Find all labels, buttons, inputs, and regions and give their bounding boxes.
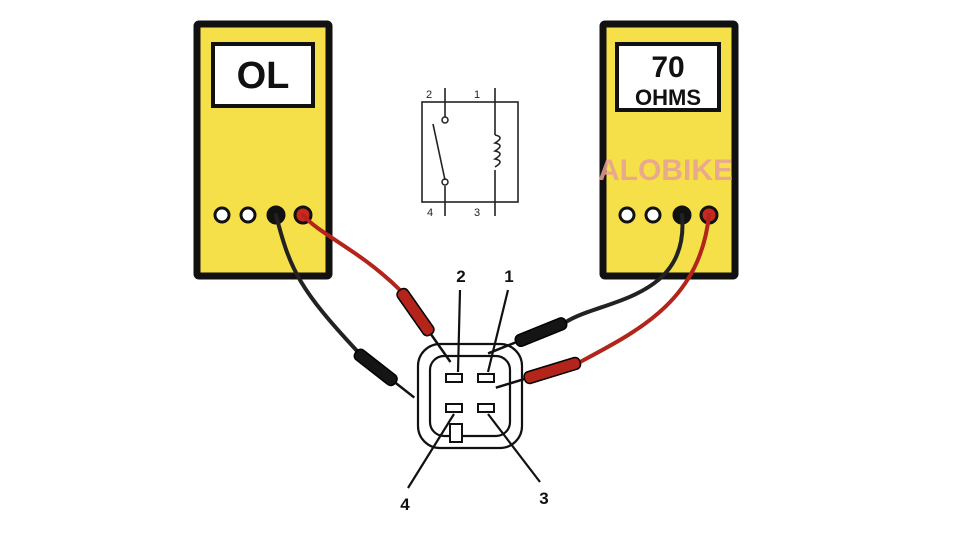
connector-inner <box>428 354 512 438</box>
connector-outer <box>416 342 524 450</box>
left-jack-2 <box>239 206 257 224</box>
right-meter-value: 70 <box>651 51 684 84</box>
schematic-coil <box>492 134 501 168</box>
test-leads <box>274 213 711 364</box>
schematic-switch-arm <box>432 123 446 181</box>
left-meter-display <box>211 42 315 108</box>
relay-schematic: 2 1 4 3 <box>421 88 519 219</box>
pin-label-1: 1 <box>504 267 513 286</box>
right-black-wire <box>564 213 685 324</box>
left-red-probe <box>396 287 452 363</box>
callout-line-1 <box>486 289 510 373</box>
schematic-label-2: 2 <box>426 89 432 101</box>
connector-pin-1 <box>477 373 495 383</box>
connector-pin-4 <box>445 403 463 413</box>
right-jack-2 <box>644 206 662 224</box>
callout-line-4 <box>407 413 455 489</box>
relay-connector <box>416 342 524 450</box>
right-meter-display <box>615 42 721 112</box>
left-red-wire <box>301 213 404 294</box>
schematic-label-3: 3 <box>474 207 480 219</box>
connector-pin-2 <box>445 373 463 383</box>
pin-label-2: 2 <box>456 267 465 286</box>
right-meter-unit: OHMS <box>635 85 701 110</box>
schematic-label-1: 1 <box>474 89 480 101</box>
left-meter-reading: OL <box>237 55 290 97</box>
watermark-logo: ALOBIKE <box>598 154 733 187</box>
schematic-contact-top <box>441 116 449 124</box>
schematic-label-4: 4 <box>427 207 433 219</box>
right-black-probe <box>487 317 568 355</box>
callout-line-2 <box>456 289 462 373</box>
right-multimeter: 70 OHMS <box>599 20 739 280</box>
left-jack-1 <box>213 206 231 224</box>
pin-label-4: 4 <box>400 495 410 514</box>
pin-callouts: 2 1 4 3 <box>400 267 548 514</box>
right-jack-1 <box>618 206 636 224</box>
left-multimeter: OL <box>193 20 333 280</box>
callout-line-3 <box>487 413 541 483</box>
left-black-probe <box>353 348 416 399</box>
connector-latch <box>449 423 463 443</box>
schematic-frame <box>421 101 519 203</box>
connector-pin-3 <box>477 403 495 413</box>
pin-label-3: 3 <box>539 489 548 508</box>
left-black-wire <box>274 213 360 354</box>
right-red-wire <box>578 213 711 364</box>
